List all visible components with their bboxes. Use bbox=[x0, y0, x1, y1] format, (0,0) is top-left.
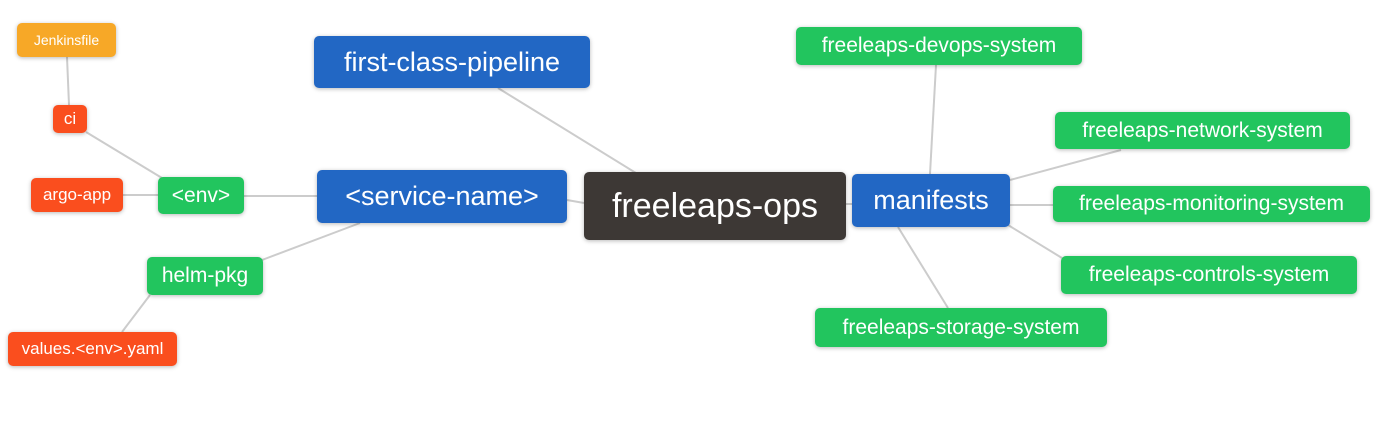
edge-manifests-to-freeleaps-devops-system bbox=[929, 64, 937, 175]
node-helm-pkg[interactable]: helm-pkg bbox=[147, 257, 263, 295]
edge-jenkinsfile-to-ci bbox=[66, 56, 70, 106]
edge-manifests-to-freeleaps-storage-system bbox=[897, 226, 949, 309]
node-argo-app[interactable]: argo-app bbox=[31, 178, 123, 212]
node-ci[interactable]: ci bbox=[53, 105, 87, 133]
node-env[interactable]: <env> bbox=[158, 177, 244, 214]
node-values-env-yaml[interactable]: values.<env>.yaml bbox=[8, 332, 177, 366]
node-freeleaps-devops-system[interactable]: freeleaps-devops-system bbox=[796, 27, 1082, 65]
edge-manifests-to-freeleaps-network-system bbox=[1009, 149, 1122, 181]
edge-helm-pkg-to-values-env-yaml bbox=[121, 294, 151, 333]
edge-first-class-pipeline-to-freeleaps-ops bbox=[497, 87, 637, 174]
edge-service-name-to-freeleaps-ops bbox=[566, 199, 585, 204]
node-manifests[interactable]: manifests bbox=[852, 174, 1010, 227]
node-first-class-pipeline[interactable]: first-class-pipeline bbox=[314, 36, 590, 88]
node-jenkinsfile[interactable]: Jenkinsfile bbox=[17, 23, 116, 57]
edge-service-name-to-helm-pkg bbox=[261, 222, 361, 261]
node-freeleaps-storage-system[interactable]: freeleaps-storage-system bbox=[815, 308, 1107, 347]
node-freeleaps-ops[interactable]: freeleaps-ops bbox=[584, 172, 846, 240]
node-freeleaps-network-system[interactable]: freeleaps-network-system bbox=[1055, 112, 1350, 149]
node-freeleaps-controls-system[interactable]: freeleaps-controls-system bbox=[1061, 256, 1357, 294]
node-freeleaps-monitoring-system[interactable]: freeleaps-monitoring-system bbox=[1053, 186, 1370, 222]
node-service-name[interactable]: <service-name> bbox=[317, 170, 567, 223]
edge-ci-to-env bbox=[85, 131, 163, 179]
edge-manifests-to-freeleaps-controls-system bbox=[1007, 224, 1063, 259]
